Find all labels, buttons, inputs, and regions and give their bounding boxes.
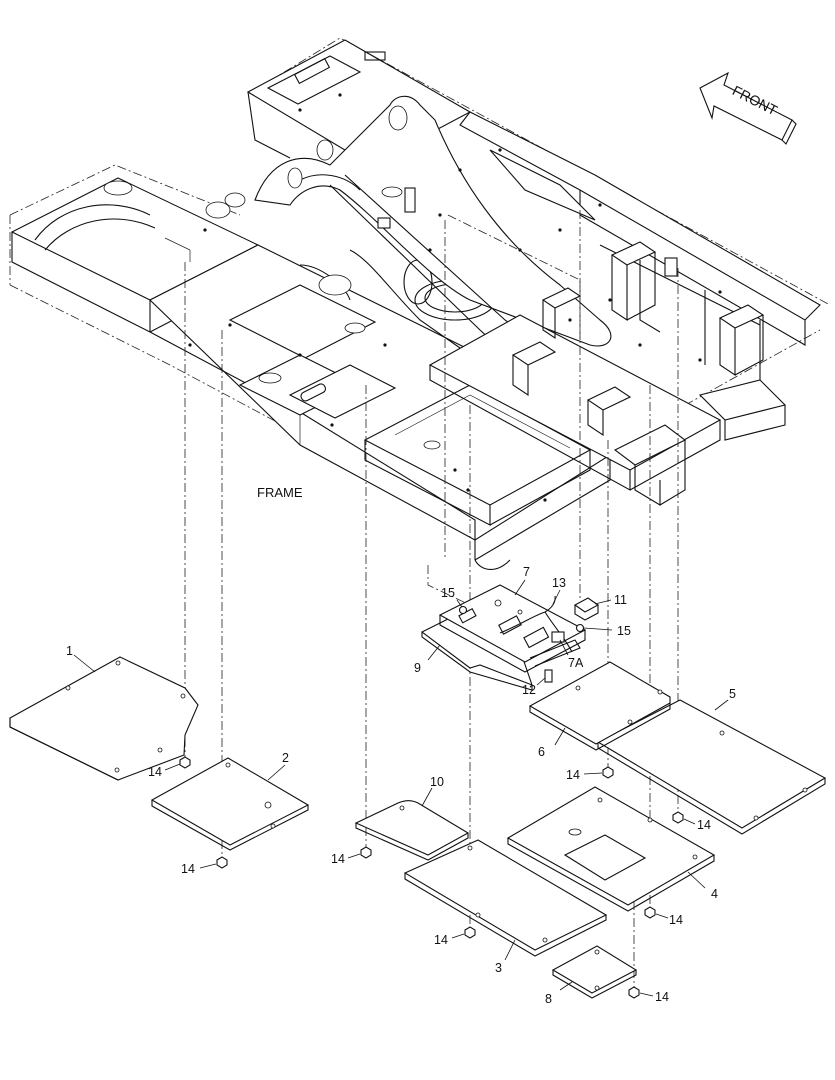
callout-labels: FRAME 1 2 3 4 5 6 7 7A 8 9 10 11 12 13 1… xyxy=(66,485,736,1006)
callout-14-panel-4: 14 xyxy=(669,913,683,927)
callout-14-panel-8: 14 xyxy=(655,990,669,1004)
callout-2: 2 xyxy=(282,751,289,765)
cover-panel-5 xyxy=(596,699,827,835)
cover-panel-4 xyxy=(506,786,716,912)
relay-part-11 xyxy=(573,597,600,621)
cover-panel-3 xyxy=(403,839,608,957)
callout-9: 9 xyxy=(414,661,421,675)
callout-11: 11 xyxy=(614,593,627,607)
callout-14-panel-10: 14 xyxy=(331,852,345,866)
cover-panel-10 xyxy=(354,800,470,861)
nut-14-group xyxy=(179,756,684,999)
callout-1: 1 xyxy=(66,644,73,658)
leader-lines xyxy=(73,579,729,997)
cover-panel-2 xyxy=(150,757,310,851)
bolt-dots xyxy=(188,93,722,502)
callout-14-panel-3: 14 xyxy=(434,933,448,947)
fasteners xyxy=(179,605,684,999)
frame-label: FRAME xyxy=(257,485,303,500)
callout-8: 8 xyxy=(545,992,552,1006)
callout-7: 7 xyxy=(523,565,530,579)
bracket-group xyxy=(377,187,765,437)
cover-panel-8 xyxy=(551,945,638,999)
callout-15-left: 15 xyxy=(441,586,455,600)
callout-4: 4 xyxy=(711,887,718,901)
callout-10: 10 xyxy=(430,775,444,789)
callout-14-panel-2: 14 xyxy=(181,862,195,876)
callout-6: 6 xyxy=(538,745,545,759)
callout-14-panel-1: 14 xyxy=(148,765,162,779)
cover-panel-6 xyxy=(528,661,671,751)
callout-7a: 7A xyxy=(568,656,584,670)
callout-14-panel-6: 14 xyxy=(566,768,580,782)
callout-3: 3 xyxy=(495,961,502,975)
front-direction-arrow: FRONT xyxy=(699,71,797,145)
callout-5: 5 xyxy=(729,687,736,701)
callout-15-right: 15 xyxy=(617,624,631,638)
callout-14-panel-5: 14 xyxy=(697,818,711,832)
frame-assembly xyxy=(9,37,831,570)
cover-panel-1 xyxy=(9,656,199,781)
callout-12: 12 xyxy=(522,683,536,697)
callout-13: 13 xyxy=(552,576,566,590)
